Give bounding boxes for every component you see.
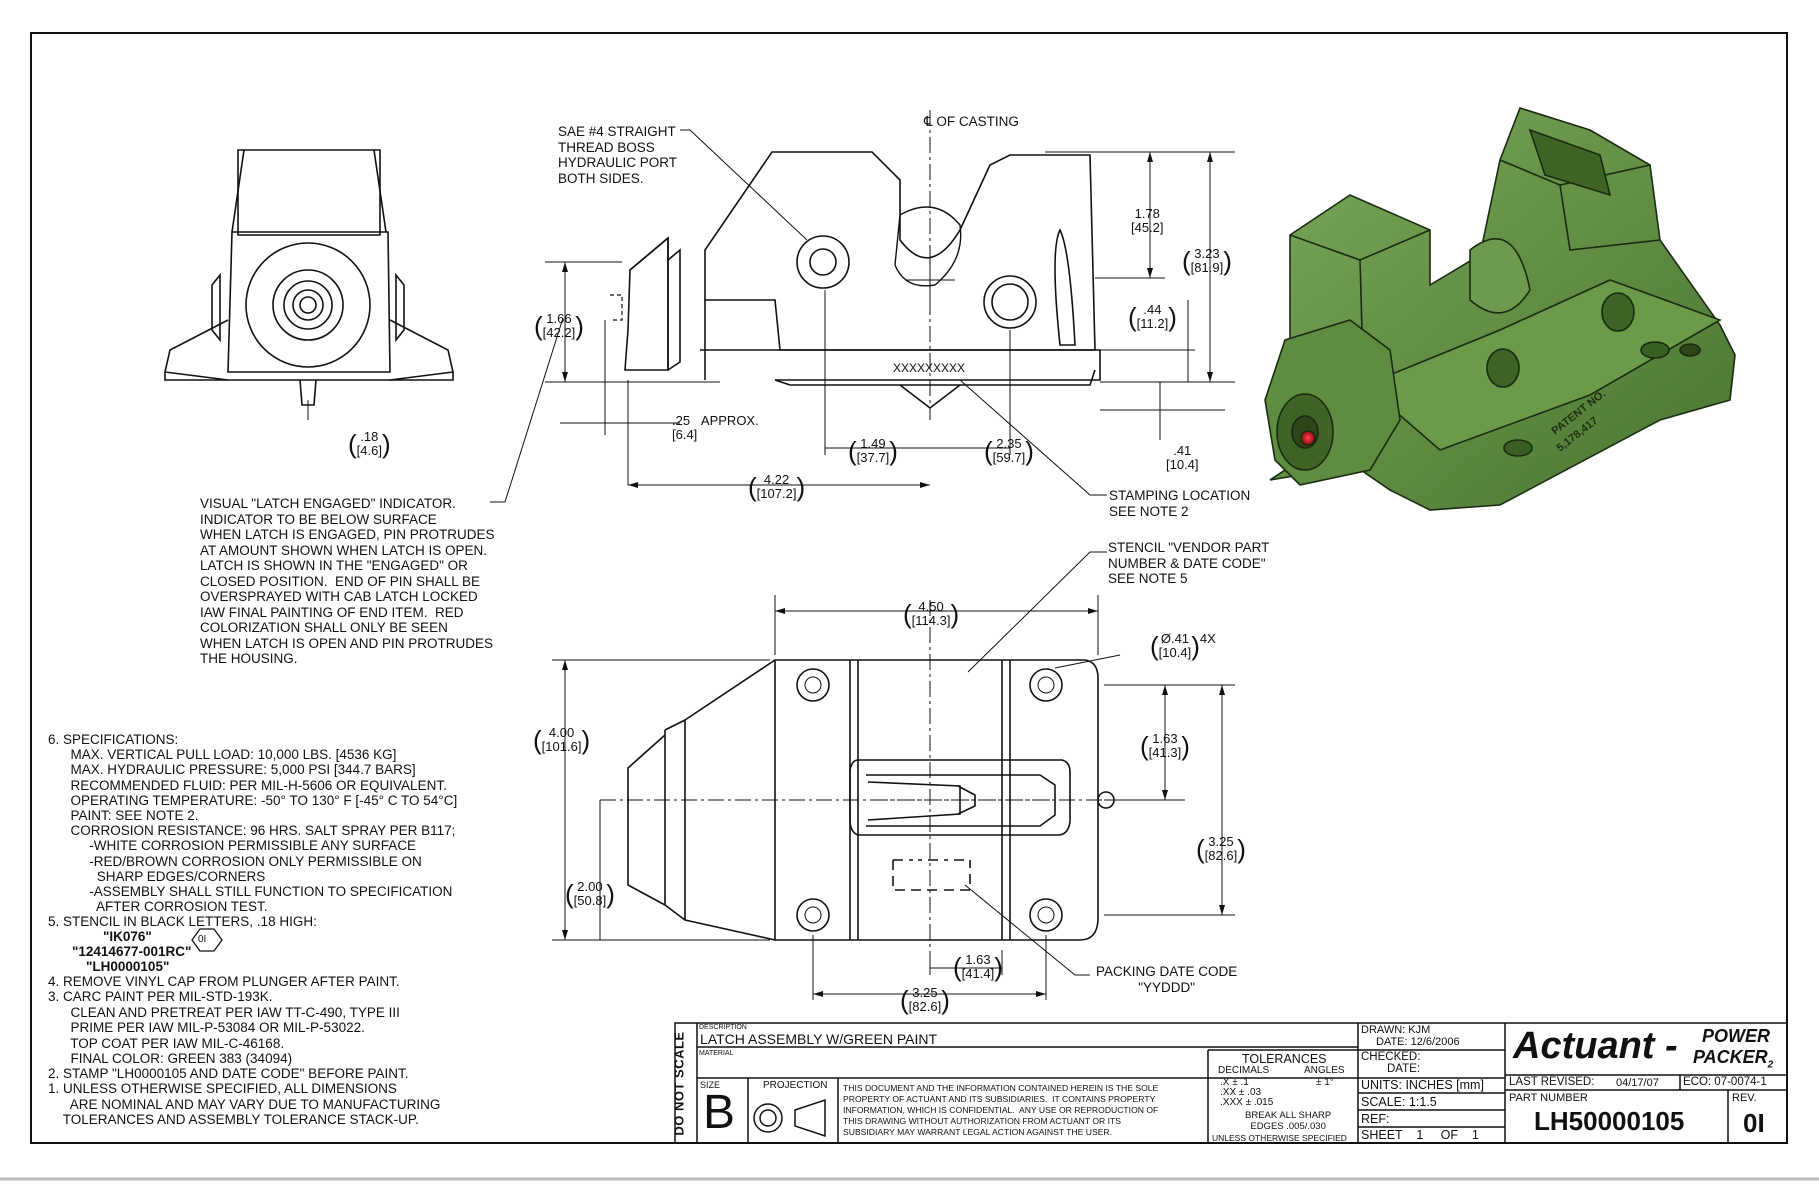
iso-view: [1264, 107, 1736, 511]
dim-400: (4.00[101.6]): [533, 725, 591, 755]
title-block-lines: [674, 1022, 1788, 1144]
centerline-note-text: OF CASTING: [936, 114, 1019, 129]
last-revised: 04/17/07: [1616, 1077, 1659, 1089]
part-number-label: PART NUMBER: [1509, 1092, 1588, 1104]
company-logo: Actuant -: [1513, 1025, 1678, 1067]
dim-044: (.44[11.2]): [1128, 302, 1177, 332]
break-edges: BREAK ALL SHARP EDGES .005/.030: [1245, 1110, 1332, 1132]
tol-xxx: .XXX ± .015: [1220, 1097, 1274, 1108]
stamp-location-text: XXXXXXXXX: [893, 361, 966, 375]
angles-label: ANGLES: [1304, 1065, 1345, 1076]
note-4: 4. REMOVE VINYL CAP FROM PLUNGER AFTER P…: [48, 974, 400, 989]
packing-callout: PACKING DATE CODE "YYDDD": [1096, 964, 1238, 995]
centerline-symbol: ℄: [924, 114, 937, 129]
rev-value: 0I: [1743, 1108, 1765, 1138]
dim-025: .25 APPROX.[6.4]: [672, 413, 759, 442]
unless-specified: UNLESS OTHERWISE SPECIFIED: [1212, 1133, 1347, 1143]
dim-235: (2.35[59.7]): [984, 436, 1034, 466]
units: UNITS: INCHES [mm]: [1361, 1078, 1484, 1092]
arrowheads: [562, 152, 1225, 997]
side-view-dim-lines: [490, 129, 1235, 503]
rev-flag-hexagon: [191, 928, 223, 952]
dim-178: 1.78[45.2]: [1131, 206, 1164, 235]
note-5-line-2: "12414677-001RC": [72, 944, 192, 959]
drawn-by: DRAWN: KJM: [1361, 1024, 1431, 1036]
centerline-note: ℄ OF CASTING: [924, 114, 1019, 130]
dim-325-horizontal: (3.25[82.6]): [900, 985, 950, 1015]
dim-200: (2.00[50.8]): [565, 879, 615, 909]
dim-149: (1.49[37.7]): [848, 436, 898, 466]
dim-450: (4.50[114.3]): [903, 599, 960, 629]
dim-hole: (Ø.41[10.4])4X: [1150, 631, 1216, 661]
dim-163-horizontal: (1.63[41.4]): [953, 952, 1003, 982]
dim-325-vertical: (3.25[82.6]): [1196, 834, 1246, 864]
note-5: 5. STENCIL IN BLACK LETTERS, .18 HIGH:: [48, 914, 317, 929]
angle-tol: ± 1°: [1316, 1077, 1334, 1088]
do-not-scale: DO NOT SCALE: [671, 1031, 687, 1136]
approx-label: APPROX.: [700, 413, 759, 428]
stencil-callout: STENCIL "VENDOR PART NUMBER & DATE CODE"…: [1108, 540, 1270, 586]
visual-indicator-callout: VISUAL "LATCH ENGAGED" INDICATOR. INDICA…: [200, 496, 495, 666]
side-view: [610, 110, 1101, 420]
top-view-dim-lines: [552, 551, 1235, 1000]
checked-date: DATE:: [1387, 1063, 1421, 1075]
note-2: 2. STAMP "LH0000105 AND DATE CODE" BEFOR…: [48, 1066, 409, 1081]
company-sub-index: 2: [1767, 1059, 1774, 1071]
tol-xx: .XX ± .03: [1220, 1087, 1262, 1098]
note-1: 1. UNLESS OTHERWISE SPECIFIED, ALL DIMEN…: [48, 1081, 441, 1127]
dim-018: (.18[4.6]): [348, 429, 391, 459]
top-view: [600, 600, 1130, 965]
part-number: LH50000105: [1534, 1106, 1685, 1136]
stamping-callout: STAMPING LOCATION SEE NOTE 2: [1109, 488, 1251, 519]
projection-label: PROJECTION: [763, 1080, 828, 1091]
drawn-date: DATE: 12/6/2006: [1376, 1036, 1460, 1048]
size-label: SIZE: [700, 1080, 721, 1090]
tol-x: .X ± .1: [1220, 1077, 1249, 1088]
eco: ECO: 07-0074-1: [1683, 1076, 1767, 1088]
last-revised-label: LAST REVISED:: [1509, 1076, 1595, 1088]
company-sub-packer: PACKER2: [1693, 1047, 1773, 1071]
dim-163-vertical: (1.63[41.3]): [1140, 731, 1190, 761]
note-5-line-3: "LH0000105": [86, 959, 170, 974]
description-label: DESCRIPTION: [699, 1024, 747, 1031]
dim-323: (3.23[81.9]): [1182, 246, 1232, 276]
front-view: [164, 149, 454, 420]
decimals-label: DECIMALS: [1218, 1065, 1270, 1076]
tolerances-label: TOLERANCES: [1242, 1052, 1327, 1066]
dim-422: (4.22[107.2]): [748, 472, 806, 502]
company-sub-packer-text: PACKER: [1693, 1047, 1768, 1067]
size-value: B: [703, 1086, 736, 1139]
note-6-specifications: 6. SPECIFICATIONS: MAX. VERTICAL PULL LO…: [48, 732, 458, 915]
company-sub-power: POWER: [1702, 1026, 1771, 1046]
note-5-line-1: "IK076": [103, 929, 152, 944]
confidential-notice: THIS DOCUMENT AND THE INFORMATION CONTAI…: [843, 1083, 1159, 1137]
hole-qty: 4X: [1199, 631, 1216, 646]
dim-041: .41[10.4]: [1166, 443, 1199, 472]
note-3: 3. CARC PAINT PER MIL-STD-193K. CLEAN AN…: [48, 989, 400, 1066]
material-label: MATERIAL: [699, 1050, 734, 1057]
checked-by: CHECKED:: [1361, 1051, 1421, 1063]
sheet: SHEET 1 OF 1: [1361, 1128, 1479, 1142]
description: LATCH ASSEMBLY W/GREEN PAINT: [700, 1031, 938, 1047]
sae-port-callout: SAE #4 STRAIGHT THREAD BOSS HYDRAULIC PO…: [558, 124, 678, 186]
ref: REF:: [1361, 1112, 1390, 1126]
rev-label: REV.: [1732, 1092, 1757, 1104]
dim-166: (1.66[42.2]): [534, 311, 584, 341]
rev-flag-text: 0I: [198, 934, 207, 945]
scale: SCALE: 1:1.5: [1361, 1095, 1437, 1109]
